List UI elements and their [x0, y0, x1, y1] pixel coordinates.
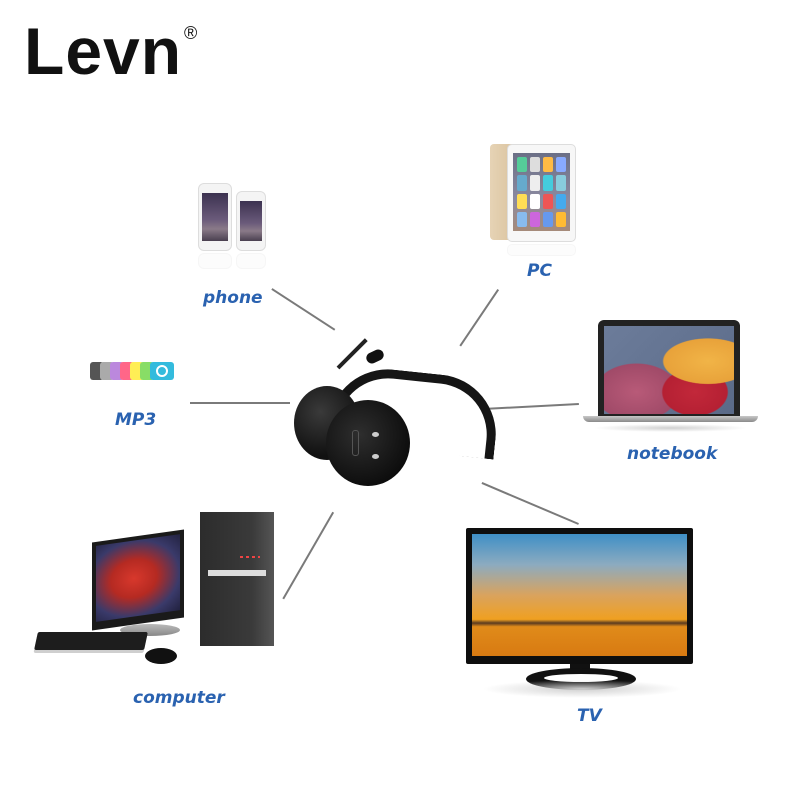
connector-tv — [481, 482, 579, 525]
phone-small-icon — [236, 191, 266, 251]
tablet-icon — [507, 144, 576, 242]
device-pc — [490, 140, 580, 256]
ipod-group-icon — [90, 362, 175, 380]
connector-mp3 — [190, 402, 290, 404]
device-mp3 — [90, 362, 175, 402]
laptop-screen-icon — [598, 320, 740, 418]
connector-pc — [459, 288, 499, 347]
boom-mic-icon — [336, 338, 368, 370]
brand-logo: Levn® — [24, 18, 198, 84]
monitor-icon — [92, 529, 184, 631]
tv-screen-icon — [466, 528, 693, 664]
brand-name: Levn — [24, 14, 183, 88]
connector-computer — [282, 511, 334, 600]
keyboard-icon — [34, 632, 148, 650]
label-tv: TV — [577, 706, 602, 726]
phone-large-icon — [198, 183, 232, 251]
label-phone: phone — [203, 288, 263, 308]
connector-notebook — [482, 402, 579, 410]
laptop-base-icon — [583, 416, 758, 422]
earcup-front-icon — [326, 400, 410, 486]
device-tv — [462, 528, 702, 698]
label-pc: PC — [527, 261, 552, 281]
headset-image — [290, 338, 502, 488]
label-mp3: MP3 — [115, 410, 157, 430]
connector-phone — [271, 288, 336, 331]
mouse-icon — [145, 648, 177, 664]
label-computer: computer — [133, 688, 225, 708]
device-computer — [30, 510, 280, 670]
label-notebook: notebook — [627, 444, 718, 464]
device-notebook — [583, 320, 763, 432]
registered-mark: ® — [184, 23, 199, 43]
pc-tower-icon — [200, 512, 274, 646]
device-phone — [195, 183, 275, 278]
